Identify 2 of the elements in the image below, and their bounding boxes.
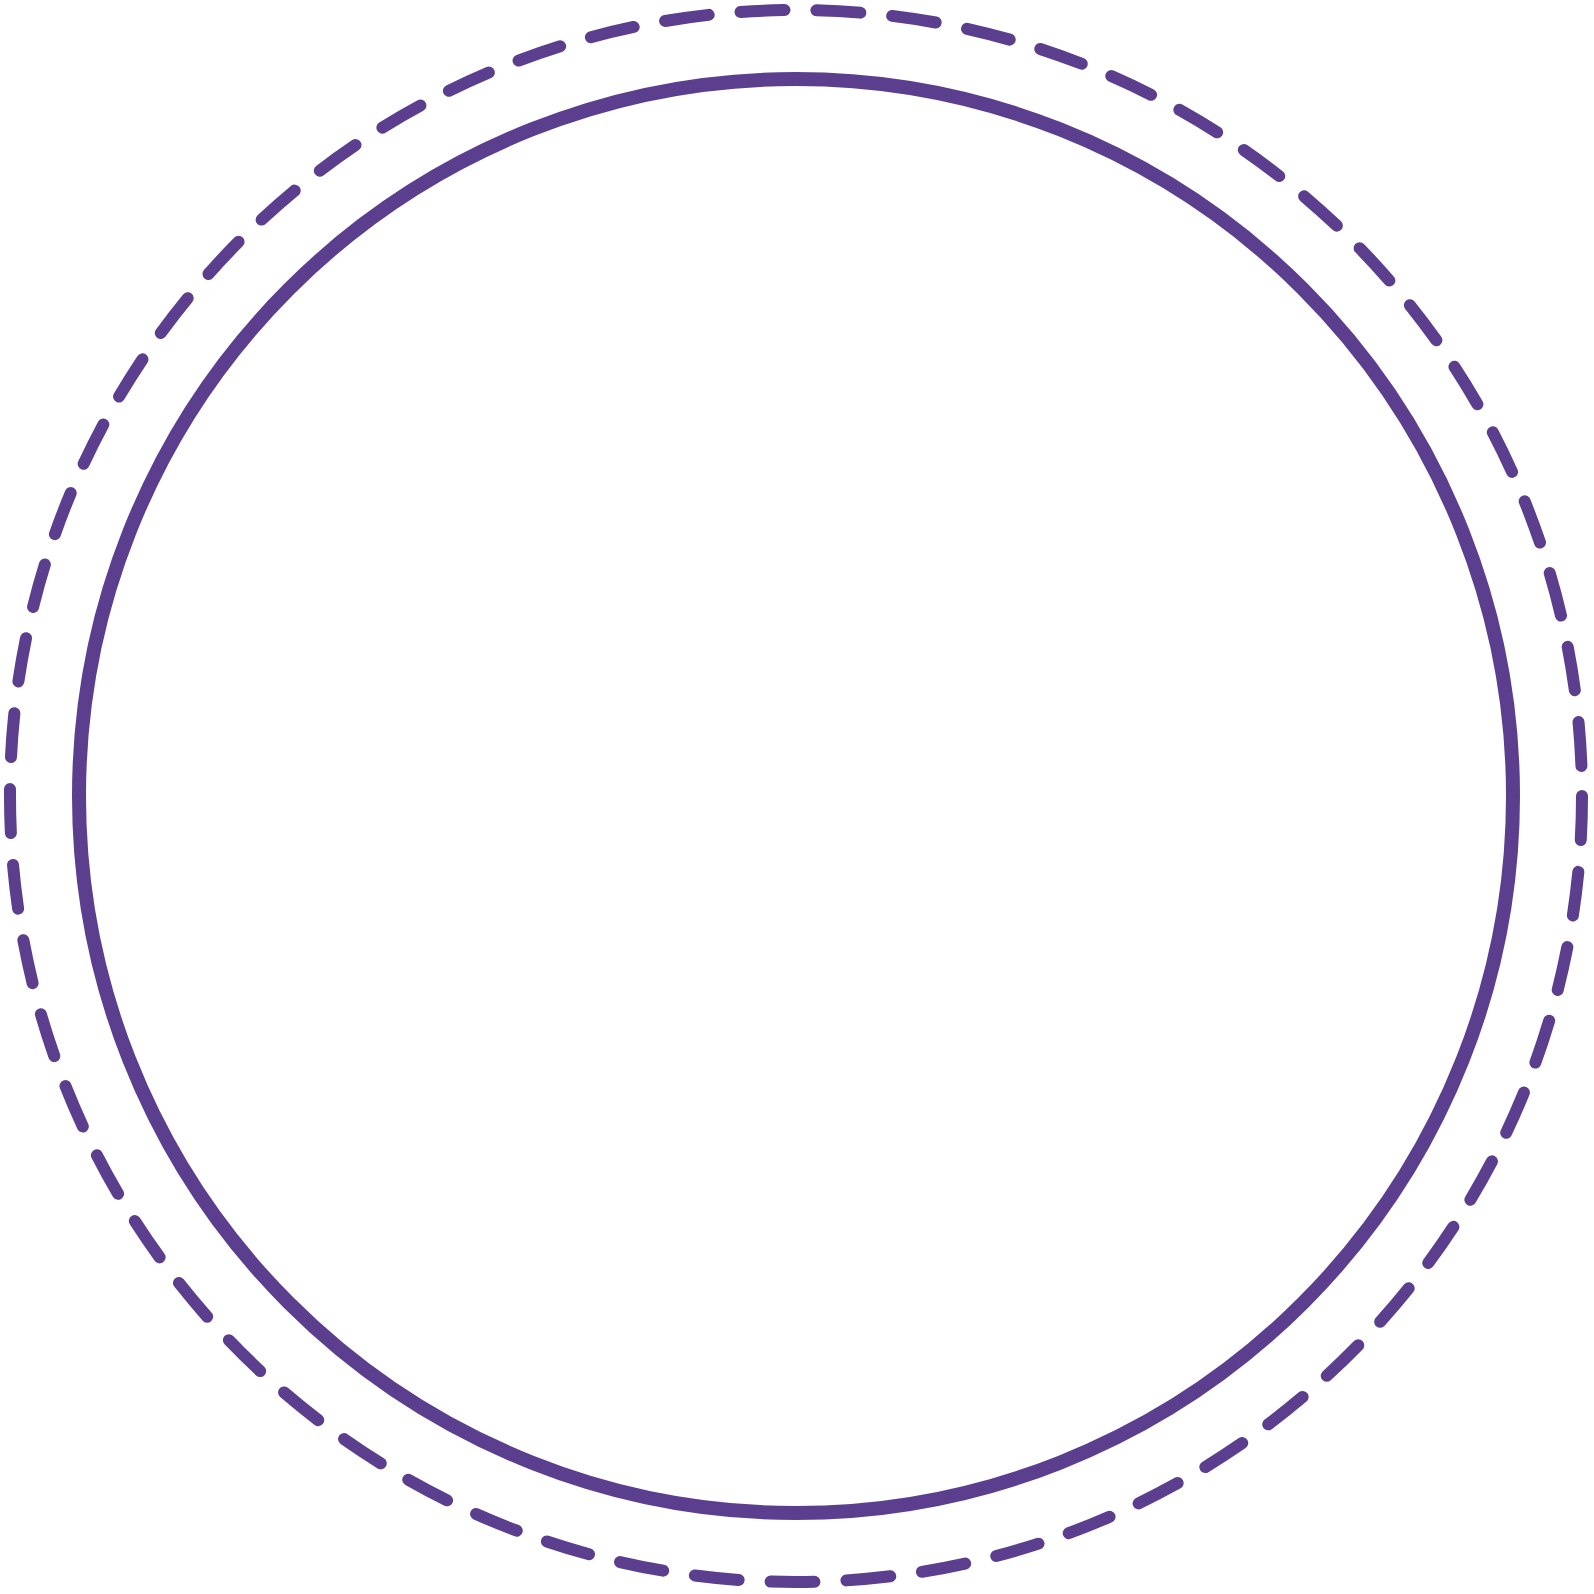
circle-outline xyxy=(72,72,1520,1520)
dashed-circle xyxy=(4,4,1588,1588)
